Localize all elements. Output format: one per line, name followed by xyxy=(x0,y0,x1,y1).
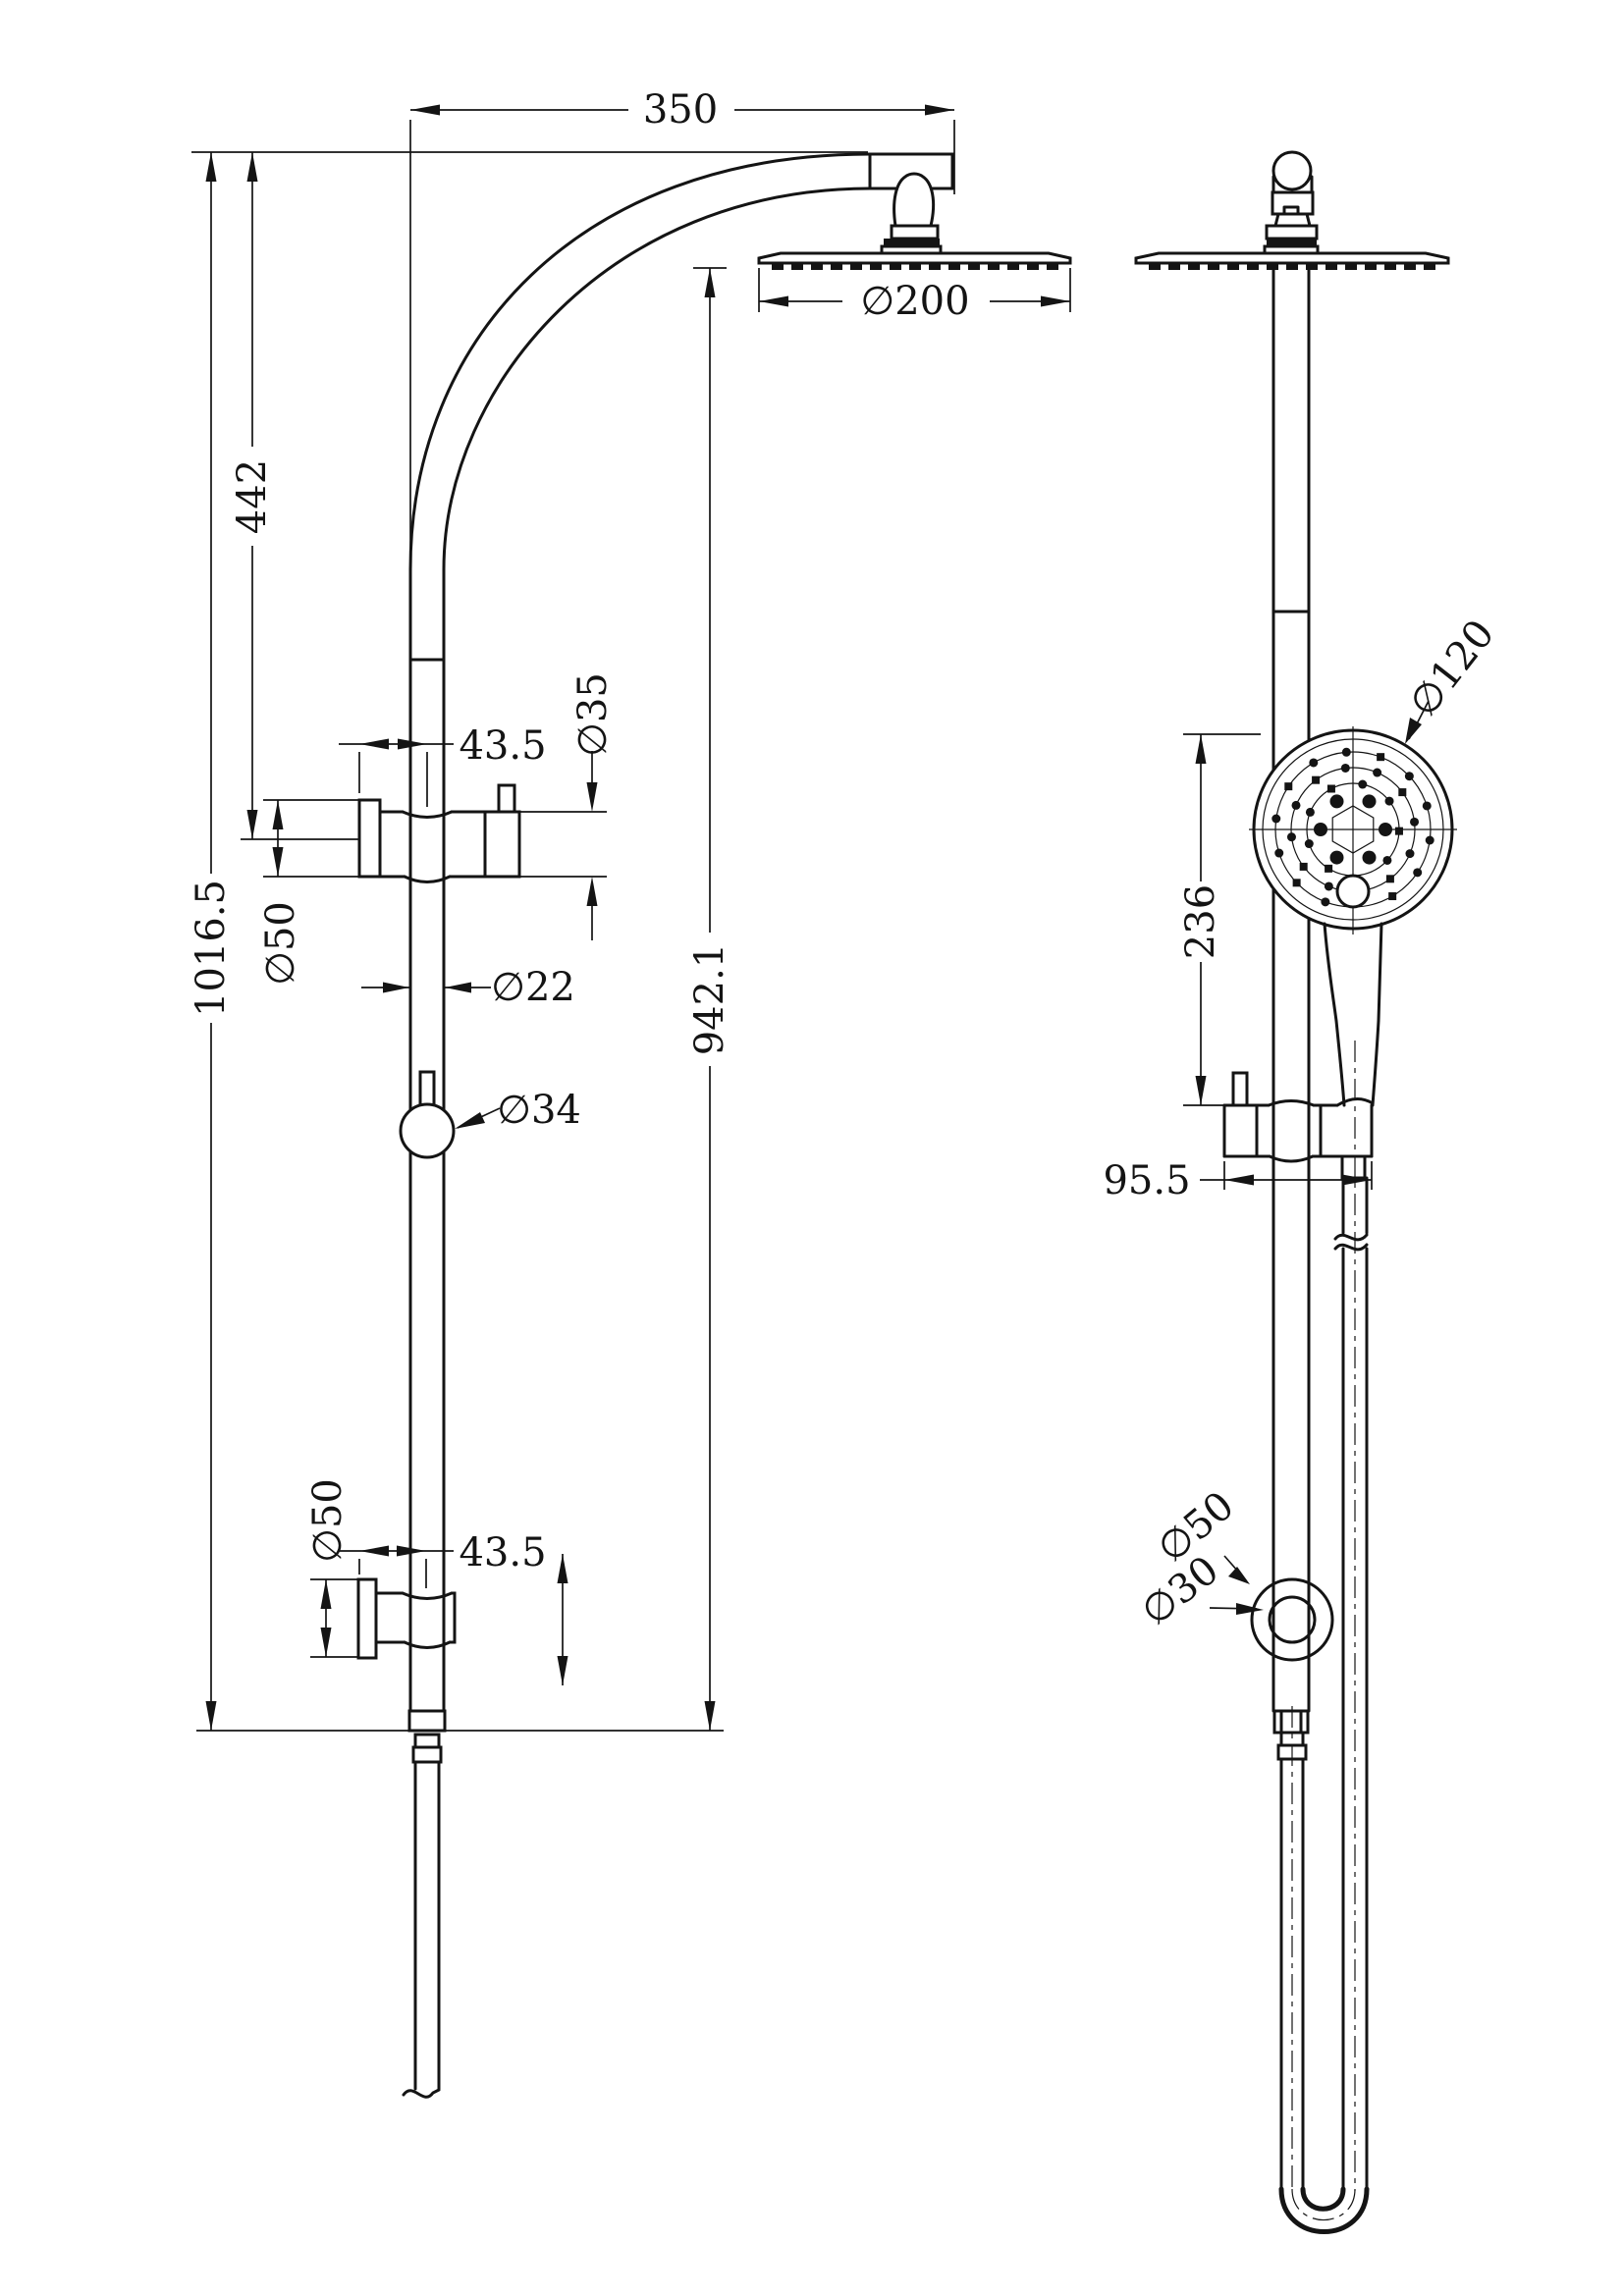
diverter-pin xyxy=(497,783,516,814)
dim-arm-drop: 442 xyxy=(230,152,275,839)
dim-label-442: 442 xyxy=(230,459,275,534)
dim-arm-reach: 350 xyxy=(409,87,955,567)
hose-u-outer xyxy=(1278,2186,1370,2234)
dim-label-43-5-bottom: 43.5 xyxy=(459,1530,546,1575)
dim-top-bracket-flange: ∅50 xyxy=(258,799,359,986)
slide-range-arrow xyxy=(557,1554,568,1685)
rain-head-disc-side xyxy=(1134,251,1450,265)
handle-right-edge xyxy=(1371,922,1383,1107)
mode-button xyxy=(1335,874,1371,909)
dim-handshower-length: 236 xyxy=(1178,733,1261,1106)
dim-label-95-5: 95.5 xyxy=(1103,1158,1190,1203)
dim-label-120: ∅120 xyxy=(1401,612,1504,725)
dim-bracket-depth: 95.5 xyxy=(1103,1158,1373,1203)
upper-bracket-front xyxy=(357,783,521,883)
side-view: ∅120 236 95.5 xyxy=(1103,150,1504,2234)
shower-arm xyxy=(408,152,954,571)
dim-label-43-5-top: 43.5 xyxy=(459,723,546,769)
dim-label-236: 236 xyxy=(1178,884,1223,959)
hand-shower xyxy=(1249,726,1457,1107)
dim-rail-length: 942.1 xyxy=(687,267,732,1731)
dim-label-50-top: ∅50 xyxy=(258,901,303,986)
dim-handshower-diameter: ∅120 xyxy=(1401,612,1504,744)
dim-overall-height: 1016.5 xyxy=(189,152,234,1731)
dim-head-diameter: ∅200 xyxy=(758,268,1071,324)
dim-label-942-1: 942.1 xyxy=(687,943,732,1056)
hose-u-inner xyxy=(1300,2186,1346,2212)
lower-bracket-front xyxy=(356,1577,457,1660)
rail-side xyxy=(1271,266,1311,1713)
hose-break-symbol xyxy=(402,2088,441,2099)
spray-nozzle-dots xyxy=(1271,747,1434,907)
dim-label-50-bottom: ∅50 xyxy=(305,1478,351,1563)
dim-top-bracket-body: ∅35 xyxy=(519,672,616,940)
dim-label-34: ∅34 xyxy=(497,1088,581,1133)
bottom-connector-front xyxy=(402,1709,447,2099)
dim-elbow-inner: ∅30 xyxy=(1133,1547,1264,1635)
rain-head-side xyxy=(1134,150,1450,270)
dim-rail-diameter: ∅22 xyxy=(361,965,575,1010)
front-view: 350 ∅200 442 1016.5 xyxy=(189,87,1072,2099)
dim-label-350: 350 xyxy=(643,87,718,133)
dim-label-1016-5: 1016.5 xyxy=(189,880,234,1017)
hose-nut-side xyxy=(1340,1154,1367,1180)
dim-label-200: ∅200 xyxy=(860,279,969,324)
center-hex xyxy=(1331,805,1375,854)
bracket-side xyxy=(1222,1071,1375,1180)
bracket-pin-side xyxy=(1231,1071,1249,1107)
wall-elbow xyxy=(1250,1577,1334,1662)
dim-bottom-bracket-flange: ∅50 xyxy=(305,1478,358,1658)
rain-head-disc-front xyxy=(757,251,1072,265)
handle-left-edge xyxy=(1323,922,1346,1107)
dim-bottom-bracket-offset: 43.5 xyxy=(339,1530,547,1588)
slider-ball: ∅34 xyxy=(399,1070,581,1159)
dim-label-35: ∅35 xyxy=(570,672,616,757)
dim-label-22: ∅22 xyxy=(491,965,575,1010)
hand-shower-hose xyxy=(1333,1176,1369,2191)
bottom-connector-side xyxy=(1272,1041,1370,2234)
rain-head-front xyxy=(757,172,1072,270)
dim-top-bracket-offset: 43.5 xyxy=(339,723,547,807)
